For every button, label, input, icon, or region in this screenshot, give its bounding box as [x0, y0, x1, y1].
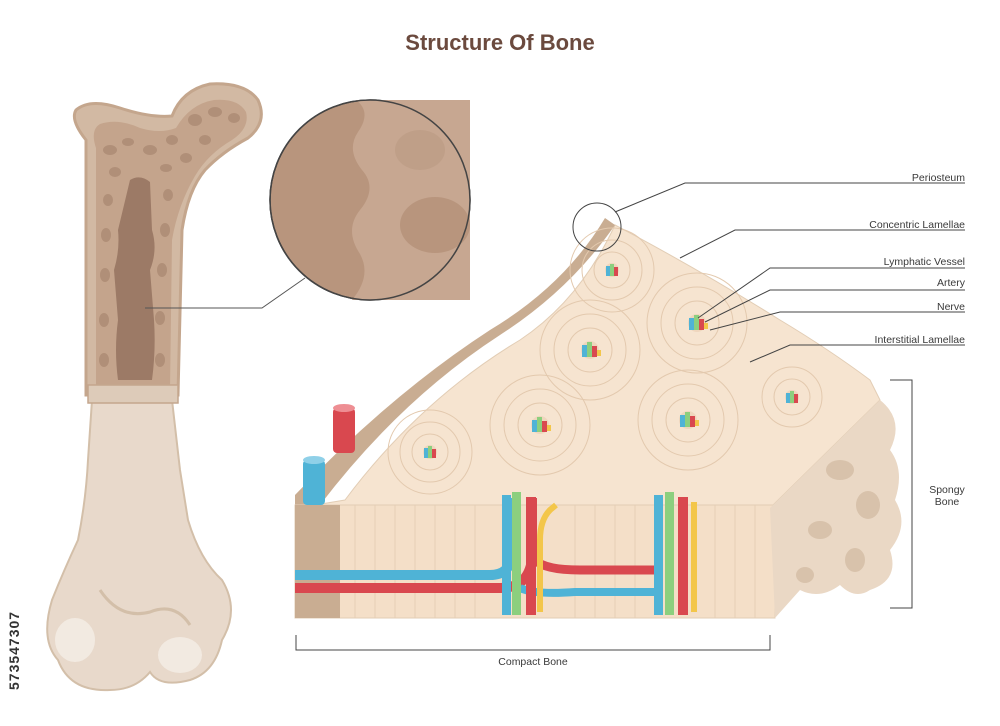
label-interstitial-lamellae: Interstitial Lamellae	[874, 334, 965, 346]
osteon-canals	[423, 263, 799, 459]
blood-vessels	[295, 404, 697, 615]
leader-lines	[295, 182, 965, 651]
stock-id: 573547307	[6, 610, 22, 690]
label-compact-bone: Compact Bone	[498, 656, 568, 668]
label-artery: Artery	[936, 277, 965, 289]
label-concentric-lamellae: Concentric Lamellae	[869, 219, 965, 231]
zoom-circle	[269, 99, 471, 301]
label-spongy-bone-line1: Spongy	[929, 484, 965, 496]
page-title: Structure Of Bone	[405, 30, 595, 55]
label-spongy-bone-line2: Bone	[934, 496, 960, 508]
label-periosteum: Periosteum	[911, 172, 965, 184]
label-nerve: Nerve	[936, 301, 965, 313]
label-lymphatic-vessel: Lymphatic Vessel	[883, 256, 965, 268]
label-spongy-bone: Spongy Bone	[922, 484, 972, 508]
femur-illustration	[46, 82, 306, 692]
